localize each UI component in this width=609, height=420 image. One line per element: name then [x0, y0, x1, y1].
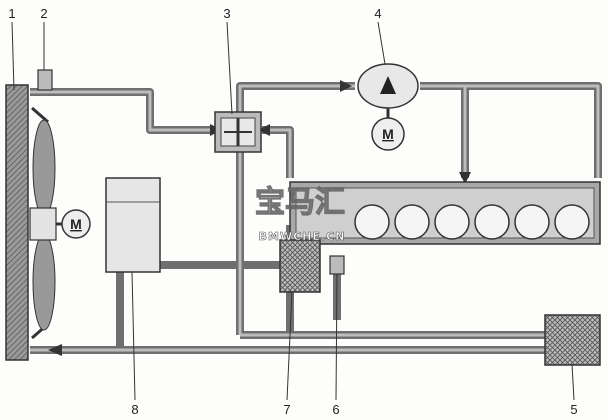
- radiator-fan: [29, 106, 91, 340]
- callout-5: 5: [570, 402, 577, 417]
- callout-6: 6: [332, 402, 339, 417]
- heater-core: [279, 239, 321, 293]
- callout-1: 1: [8, 6, 15, 21]
- callout-2: 2: [40, 6, 47, 21]
- temperature-sensor: [37, 69, 53, 91]
- control-valve: [329, 255, 345, 275]
- watermark-url: BMWCHE.CN: [259, 230, 346, 243]
- thermostat: [214, 111, 262, 153]
- coolant-pipes-core: [30, 84, 600, 352]
- water-pump: [357, 63, 419, 151]
- watermark-logo: 宝马汇: [255, 185, 345, 220]
- engine-block: [289, 181, 601, 245]
- callout-8: 8: [131, 402, 138, 417]
- callout-7: 7: [283, 402, 290, 417]
- pump-motor-label: M: [382, 126, 394, 142]
- callout-4: 4: [374, 6, 381, 21]
- leader-lines: [11, 21, 575, 401]
- radiator: [5, 84, 29, 361]
- fan-motor-label: M: [70, 216, 82, 232]
- callout-3: 3: [223, 6, 230, 21]
- expansion-tank: [105, 177, 161, 273]
- auxiliary-heat-exchanger: [544, 314, 601, 366]
